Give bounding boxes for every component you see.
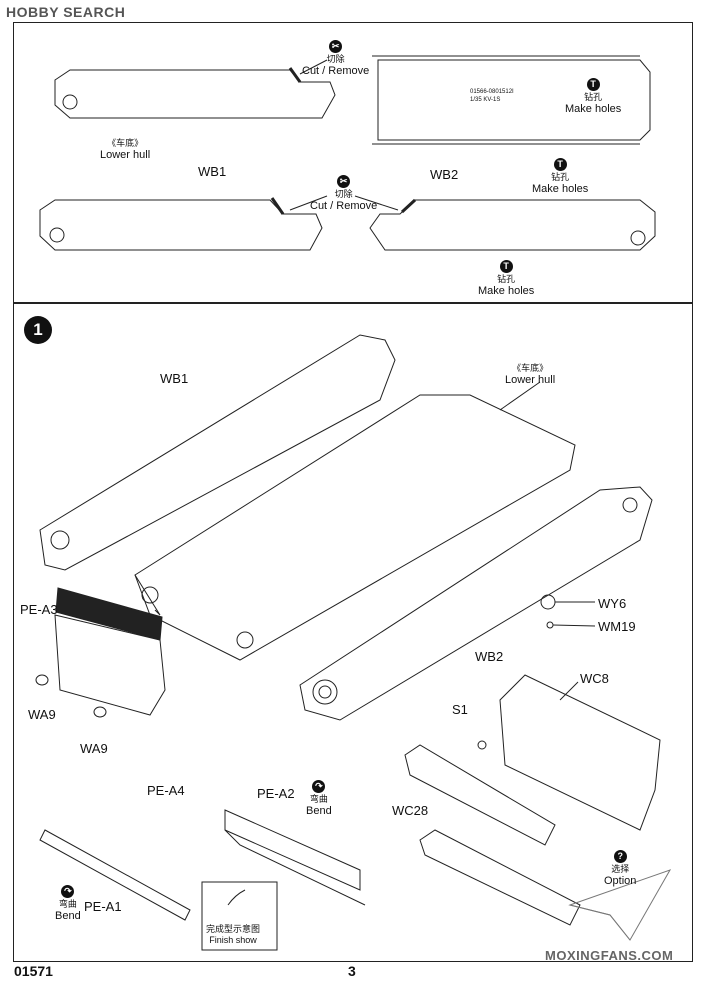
- make-holes-label-1: T 钻孔 Make holes: [565, 78, 621, 115]
- wa9-label-1: WA9: [28, 707, 56, 722]
- question-icon: ?: [613, 850, 627, 863]
- wb2-label-step: WB2: [475, 649, 504, 664]
- lower-hull-en-top: Lower hull: [100, 149, 151, 161]
- make-holes-cn-2: 钻孔: [551, 172, 570, 182]
- cut-cn-2: 切除: [334, 189, 353, 199]
- hull-part-model: 1/35 KV-1S: [470, 97, 501, 103]
- hull-part-code: 01566-0801512I: [470, 89, 514, 95]
- option-label: ? 选择 Option: [604, 850, 636, 887]
- moxingfans-text: MOXINGFANS.COM: [545, 948, 674, 963]
- bend-icon: ↷: [312, 780, 326, 793]
- product-code: 01571: [14, 963, 53, 979]
- make-holes-en-3: Make holes: [478, 285, 535, 297]
- make-holes-en-1: Make holes: [565, 103, 622, 115]
- pe-a4-label: PE-A4: [147, 783, 185, 798]
- make-holes-cn-3: 钻孔: [497, 274, 516, 284]
- finish-show-cn: 完成型示意图: [206, 924, 261, 934]
- bend-en-1: Bend: [306, 805, 332, 817]
- wc28-label: WC28: [392, 803, 429, 818]
- lower-hull-cn-step: 《车底》: [512, 363, 549, 373]
- step-number: 1: [33, 320, 43, 339]
- lower-hull-cn-top: 《车底》: [107, 138, 144, 148]
- wa9-label-2: WA9: [80, 741, 108, 756]
- wy6-label: WY6: [598, 596, 627, 611]
- wb2-label-top: WB2: [430, 167, 459, 182]
- cut-en-2: Cut / Remove: [310, 200, 378, 212]
- drill-icon: T: [553, 158, 567, 171]
- option-cn: 选择: [611, 864, 630, 874]
- step-number-badge: 1: [24, 316, 52, 344]
- drill-icon: T: [499, 260, 513, 273]
- wm19-label: WM19: [598, 619, 636, 634]
- cut-remove-label-1: ✂ 切除 Cut / Remove: [302, 40, 369, 77]
- hull-part-number: 01566-0801512I 1/35 KV-1S: [470, 88, 514, 104]
- option-en: Option: [604, 875, 637, 887]
- wb1-label-top: WB1: [198, 164, 227, 179]
- bend-icon: ↷: [61, 885, 75, 898]
- hobby-search-text: HOBBY SEARCH: [6, 4, 126, 20]
- cut-cn-1: 切除: [326, 54, 345, 64]
- finish-show-en: Finish show: [209, 935, 257, 945]
- lower-hull-label-step: 《车底》 Lower hull: [505, 362, 555, 386]
- top-panel: [13, 22, 693, 304]
- drill-icon: T: [586, 78, 600, 91]
- bend-cn-2: 弯曲: [58, 899, 77, 909]
- bend-en-2: Bend: [55, 910, 81, 922]
- make-holes-en-2: Make holes: [532, 183, 589, 195]
- make-holes-cn-1: 钻孔: [584, 92, 603, 102]
- wc8-label: WC8: [580, 671, 609, 686]
- make-holes-label-2: T 钻孔 Make holes: [532, 158, 588, 195]
- finish-show-label: 完成型示意图 Finish show: [206, 924, 260, 946]
- step-panel: [13, 302, 693, 962]
- s1-label: S1: [452, 702, 468, 717]
- bend-label-1: ↷ 弯曲 Bend: [306, 780, 332, 817]
- cut-icon: ✂: [329, 40, 343, 53]
- cut-remove-label-2: ✂ 切除 Cut / Remove: [310, 175, 377, 212]
- pe-a1-label: PE-A1: [84, 899, 122, 914]
- cut-en-1: Cut / Remove: [302, 65, 370, 77]
- lower-hull-en-step: Lower hull: [505, 374, 556, 386]
- lower-hull-label-top: 《车底》 Lower hull: [100, 137, 150, 161]
- pe-a3-label: PE-A3: [20, 602, 58, 617]
- make-holes-label-3: T 钻孔 Make holes: [478, 260, 534, 297]
- bend-label-2: ↷ 弯曲 Bend: [55, 885, 81, 922]
- hobby-search-logo: HOBBY SEARCH: [6, 4, 125, 20]
- cut-icon: ✂: [337, 175, 351, 188]
- page-number: 3: [348, 963, 356, 979]
- moxingfans-watermark: MOXINGFANS.COM: [545, 948, 673, 963]
- bend-cn-1: 弯曲: [309, 794, 328, 804]
- wb1-label-step: WB1: [160, 371, 189, 386]
- pe-a2-label: PE-A2: [257, 786, 295, 801]
